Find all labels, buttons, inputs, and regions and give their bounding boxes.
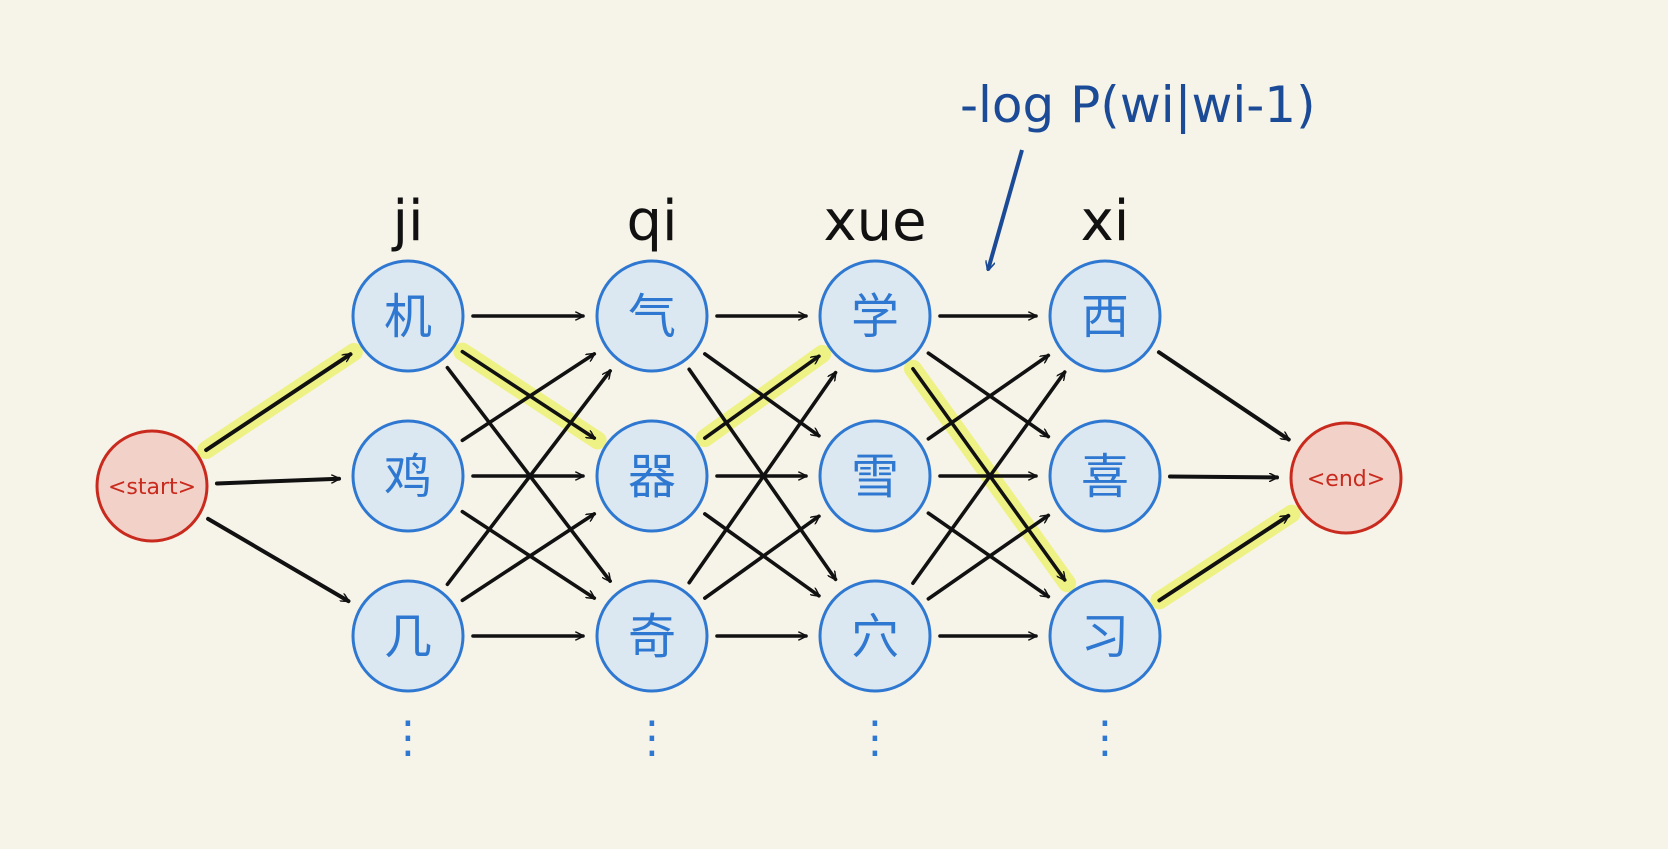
edge-穴-to-喜 <box>926 513 1048 601</box>
edge-start-to-几 <box>206 516 348 604</box>
lattice-node-circle <box>351 259 465 373</box>
more-candidates-ellipsis: ⋮ <box>630 712 674 763</box>
end-node-label: <end> <box>1307 467 1385 492</box>
lattice-node-circle <box>1048 579 1162 693</box>
lattice-node-char: 西 <box>1081 289 1129 345</box>
edge-喜-to-end <box>1167 477 1280 478</box>
lattice-node-circle <box>1048 419 1162 533</box>
edge-雪-to-西 <box>926 353 1048 441</box>
lattice-node: 气 <box>595 259 709 373</box>
lattice-node: 西 <box>1048 259 1162 373</box>
lattice-node-circle <box>595 419 709 533</box>
lattice-node: 喜 <box>1048 419 1162 533</box>
lattice-nodes: <start> <end> 机鸡几 气器奇 学雪穴 西喜习 <box>95 259 1403 693</box>
edge-start-to-鸡 <box>214 479 342 486</box>
lattice-node: 器 <box>595 419 709 533</box>
lattice-node-char: 喜 <box>1081 449 1129 505</box>
cost-annotation: -log P(wi|wi-1) <box>960 76 1316 270</box>
end-node-circle <box>1289 421 1403 535</box>
lattice-node-char: 鸡 <box>384 449 432 505</box>
edge-穴-to-西 <box>911 372 1067 586</box>
edge-start-to-机 <box>204 352 350 453</box>
lattice-node-circle <box>818 419 932 533</box>
start-node-circle <box>95 429 209 543</box>
lattice-node-circle <box>351 579 465 693</box>
lattice-node-char: 几 <box>384 609 432 665</box>
edge-器-to-穴 <box>703 512 819 598</box>
edge-几-to-气 <box>445 371 612 587</box>
more-candidates-ellipsis: ⋮ <box>386 712 430 763</box>
edge-雪-to-习 <box>926 511 1048 599</box>
lattice-node-circle <box>1048 259 1162 373</box>
end-node: <end> <box>1289 421 1403 535</box>
edge-机-to-器 <box>460 349 594 440</box>
start-node-label: <start> <box>108 475 196 500</box>
edge-鸡-to-奇 <box>460 509 594 600</box>
lattice-node: 学 <box>818 259 932 373</box>
edge-鸡-to-气 <box>460 352 594 443</box>
start-node: <start> <box>95 429 209 543</box>
pinyin-label-qi: qi <box>626 189 677 254</box>
lattice-node-char: 雪 <box>851 449 899 505</box>
edge-器-to-学 <box>703 354 819 440</box>
pinyin-labels: ji ⋮ qi ⋮ xue ⋮ xi ⋮ <box>386 189 1129 763</box>
lattice-node: 穴 <box>818 579 932 693</box>
lattice-node: 雪 <box>818 419 932 533</box>
lattice-node: 机 <box>351 259 465 373</box>
pinyin-label-ji: ji <box>390 189 423 254</box>
pinyin-label-xue: xue <box>823 189 926 254</box>
lattice-node: 鸡 <box>351 419 465 533</box>
lattice-node: 奇 <box>595 579 709 693</box>
lattice-node-char: 奇 <box>628 609 676 665</box>
lattice-node-char: 穴 <box>851 609 899 665</box>
edge-奇-to-学 <box>687 373 838 585</box>
lattice-node-char: 机 <box>384 289 432 345</box>
lattice-node-char: 器 <box>628 449 676 505</box>
lattice-node-circle <box>351 419 465 533</box>
lattice-node: 几 <box>351 579 465 693</box>
pinyin-label-xi: xi <box>1081 189 1130 254</box>
lattice-node-circle <box>818 259 932 373</box>
edge-几-to-器 <box>460 512 594 603</box>
lattice-node-circle <box>595 259 709 373</box>
lattice-node-circle <box>595 579 709 693</box>
edge-西-to-end <box>1156 350 1289 442</box>
edge-奇-to-雪 <box>703 514 819 600</box>
transition-edges <box>204 316 1289 636</box>
lattice-node-circle <box>818 579 932 693</box>
more-candidates-ellipsis: ⋮ <box>853 712 897 763</box>
annotation-arrow <box>988 149 1024 270</box>
lattice-node-char: 气 <box>628 289 676 345</box>
lattice-node-char: 学 <box>851 289 899 345</box>
edge-习-to-end <box>1157 513 1288 603</box>
lattice-node-char: 习 <box>1081 609 1129 665</box>
annotation-formula: -log P(wi|wi-1) <box>960 76 1316 134</box>
more-candidates-ellipsis: ⋮ <box>1083 712 1127 763</box>
lattice-node: 习 <box>1048 579 1162 693</box>
